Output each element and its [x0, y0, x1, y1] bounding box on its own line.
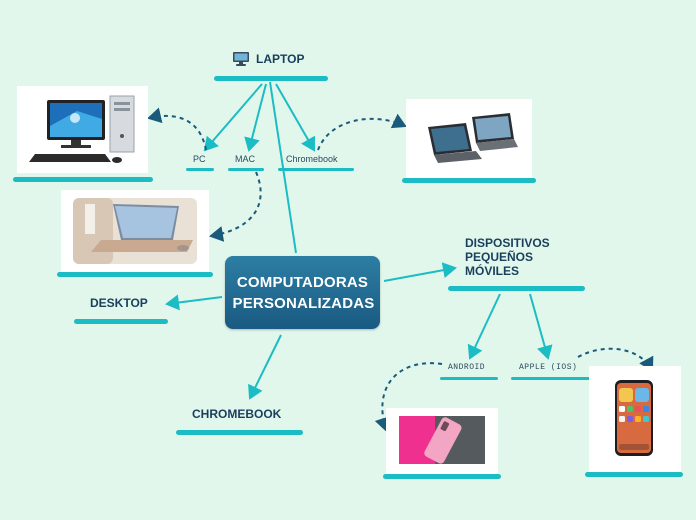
laptop-label: LAPTOP	[256, 52, 305, 66]
android-phone-picture	[399, 416, 485, 464]
apple-label: APPLE (IOS)	[519, 363, 578, 372]
mobile-underline	[448, 286, 585, 291]
macbook-image-underline	[57, 272, 213, 277]
central-topic[interactable]: COMPUTADORAS PERSONALIZADAS	[225, 256, 380, 329]
mobile-label: DISPOSITIVOS PEQUEÑOS MÓVILES	[465, 236, 550, 278]
chromebook-underline	[176, 430, 303, 435]
desktop-underline	[74, 319, 168, 324]
laptop-underline	[214, 76, 328, 81]
chromebook-image-underline	[402, 178, 536, 183]
iphone-image-underline	[585, 472, 683, 477]
link-pc-image	[147, 107, 207, 151]
mac-underline	[228, 168, 264, 171]
monitor-icon	[233, 52, 249, 66]
connector-central-chromebook	[248, 334, 282, 400]
mac-label: MAC	[235, 154, 255, 164]
connector-laptop-pc	[203, 83, 263, 152]
desktop-pc-picture	[29, 95, 135, 163]
chromebook-picture	[428, 113, 518, 163]
android-phone-image-underline	[383, 474, 501, 479]
desktop-label: DESKTOP	[90, 296, 148, 310]
chromebook-sub-label: Chromebook	[286, 154, 338, 164]
desktop-pc-image	[13, 86, 153, 182]
connector-mobile-android	[467, 293, 501, 360]
macbook-image	[57, 190, 213, 277]
pc-label: PC	[193, 154, 206, 164]
link-apple-image	[577, 347, 654, 372]
chromebook-sub-underline	[278, 168, 354, 171]
connector-central-mobile	[383, 262, 457, 282]
link-mac-image	[209, 171, 262, 242]
macbook-picture	[73, 198, 197, 264]
android-underline	[440, 377, 498, 380]
iphone-picture	[615, 380, 653, 456]
desktop-pc-image-underline	[13, 177, 153, 182]
connector-central-laptop	[269, 81, 297, 254]
iphone-image	[585, 366, 683, 477]
connector-mobile-apple	[529, 293, 553, 360]
chromebook-image	[402, 99, 536, 183]
connector-laptop-mac	[244, 83, 267, 152]
connector-laptop-chromebook	[275, 83, 315, 152]
central-topic-label: COMPUTADORAS PERSONALIZADAS	[232, 273, 375, 312]
chromebook-label: CHROMEBOOK	[192, 407, 282, 421]
android-phone-image	[383, 408, 501, 479]
pc-underline	[186, 168, 214, 171]
connector-central-desktop	[165, 294, 223, 311]
android-label: ANDROID	[448, 363, 486, 372]
link-chromebook-image	[317, 113, 407, 151]
apple-underline	[511, 377, 591, 380]
